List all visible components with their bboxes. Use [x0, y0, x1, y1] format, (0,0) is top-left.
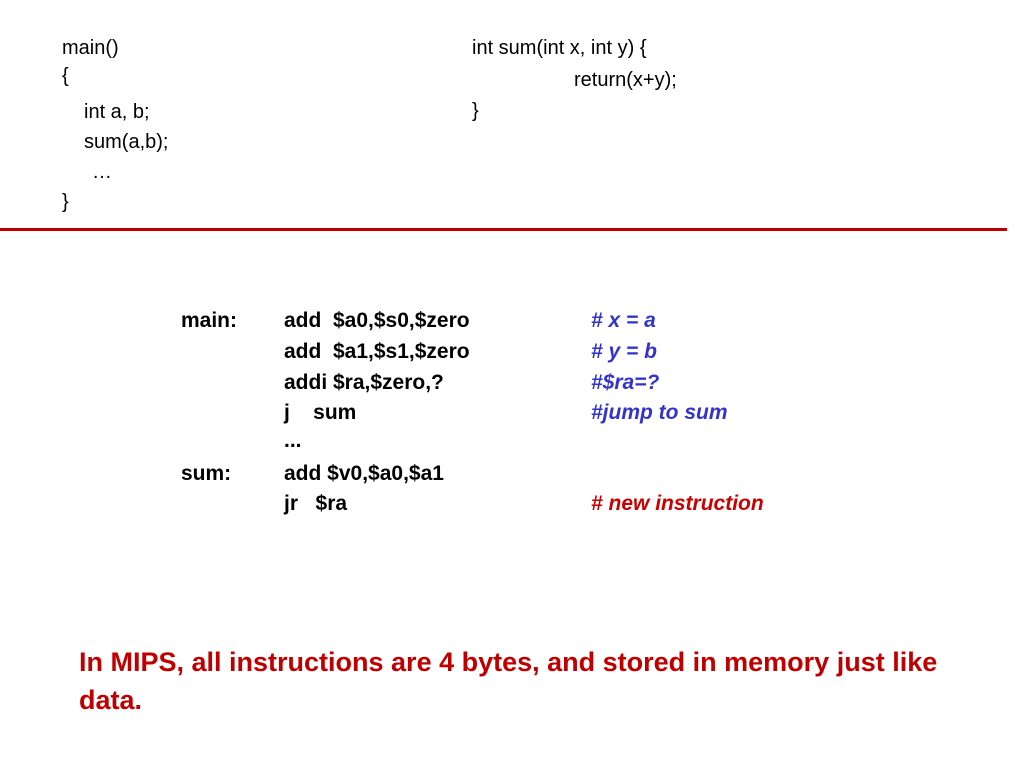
asm-instr-7: jr $ra: [284, 492, 348, 515]
c-sum-line-3: }: [472, 100, 479, 122]
section-divider: [0, 228, 1007, 231]
c-main-line-2: {: [62, 65, 69, 87]
asm-comment-4: #jump to sum: [591, 401, 728, 424]
c-main-line-5: …: [92, 161, 112, 183]
c-main-line-1: main(): [62, 37, 119, 59]
asm-comment-3: #$ra=?: [591, 371, 660, 394]
c-main-line-4: sum(a,b);: [84, 131, 169, 153]
asm-label-sum: sum:: [181, 462, 232, 485]
asm-instr-1: add $a0,$s0,$zero: [284, 309, 470, 332]
asm-comment-2: # y = b: [591, 340, 657, 363]
asm-comment-1: # x = a: [591, 309, 656, 332]
asm-instr-2: add $a1,$s1,$zero: [284, 340, 470, 363]
c-sum-line-2: return(x+y);: [574, 69, 677, 91]
c-sum-line-1: int sum(int x, int y) {: [472, 37, 647, 59]
asm-label-main: main:: [181, 309, 238, 332]
mips-note: In MIPS, all instructions are 4 bytes, a…: [79, 647, 938, 715]
asm-instr-5: ...: [284, 429, 302, 452]
asm-comment-7: # new instruction: [591, 492, 764, 515]
c-main-line-3: int a, b;: [84, 101, 150, 123]
asm-instr-4: j sum: [284, 401, 357, 424]
asm-instr-3: addi $ra,$zero,?: [284, 371, 444, 394]
c-main-line-6: }: [62, 191, 69, 213]
asm-instr-6: add $v0,$a0,$a1: [284, 462, 444, 485]
